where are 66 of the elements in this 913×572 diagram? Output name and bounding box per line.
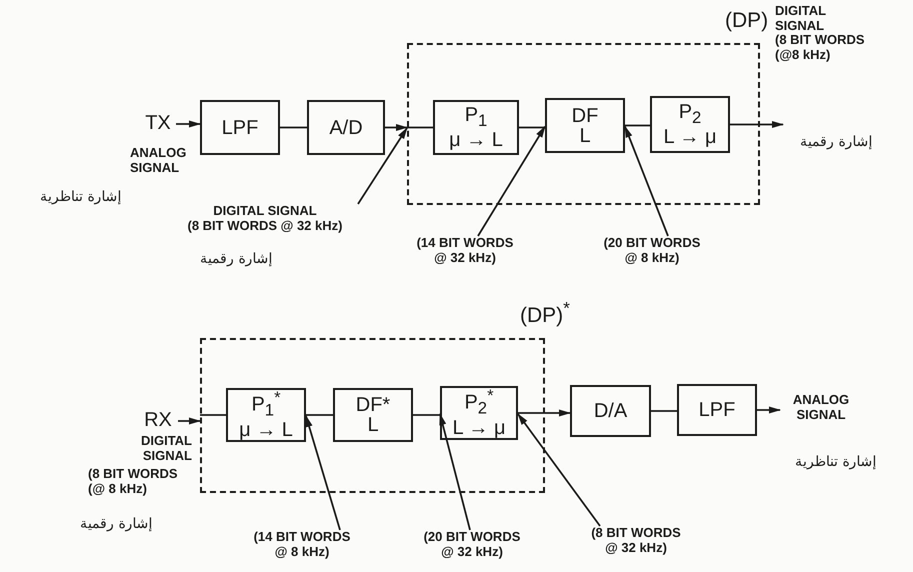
block-box [333, 388, 413, 442]
channel-label: RX [143, 409, 173, 432]
block-box [570, 385, 651, 437]
block-box [440, 386, 518, 440]
arrow [176, 120, 201, 128]
arrow [730, 121, 784, 128]
block-box [307, 100, 385, 155]
signal-label: (20 BIT WORDS @ 8 kHz) [602, 236, 702, 266]
signal-label: DIGITAL SIGNAL [140, 434, 192, 464]
block-box [200, 100, 280, 155]
signal-label: (8 BIT WORDS @ 32 kHz) [186, 218, 344, 234]
connector-line [280, 126, 307, 128]
translation-label: إشارة رقمية [800, 133, 872, 150]
block-box [226, 388, 306, 442]
arrow [757, 406, 781, 414]
block-label: A/D [329, 118, 363, 138]
leader-line [439, 413, 471, 530]
group-heading: (DP)$^{*}$ [520, 298, 570, 328]
signal-label: (8 BIT WORDS @ 32 kHz) [590, 526, 682, 556]
connector-line [306, 414, 333, 416]
group-heading: (DP) [725, 9, 768, 33]
translation-label: إشارة رقمية [200, 250, 272, 267]
block-box [650, 96, 730, 153]
translation-label: إشارة رقمية [80, 515, 152, 532]
block-label: DF [572, 106, 598, 126]
connector-line [407, 126, 433, 128]
block-label: D/A [594, 401, 628, 421]
signal-label: (20 BIT WORDS @ 32 kHz) [422, 530, 522, 560]
block-label: L [579, 126, 591, 146]
block-label: P$_{1}$ [464, 105, 488, 130]
block-label: LPF [222, 118, 258, 138]
block-box [433, 100, 519, 155]
arrow [385, 124, 408, 131]
leader-line [477, 126, 546, 236]
signal-label: (14 BIT WORDS @ 32 kHz) [416, 236, 514, 266]
signal-label: DIGITAL SIGNAL [775, 4, 827, 34]
translation-label: إشارة تناظرية [40, 188, 122, 205]
block-label: L → μ [452, 418, 506, 438]
signal-label: ANALOG SIGNAL [130, 146, 188, 176]
block-label: DF* [356, 395, 390, 415]
signal-label: (8 BIT WORDS (@ 8 kHz) [88, 467, 179, 497]
connector-line [200, 414, 226, 416]
block-box [677, 384, 757, 436]
translation-label: إشارة تناظرية [795, 453, 876, 470]
connector-line [519, 126, 545, 128]
leader-line [305, 415, 341, 530]
block-label: μ → L [239, 420, 293, 440]
leader-line [624, 126, 669, 236]
connector-line [651, 410, 677, 412]
signal-label: (14 BIT WORDS @ 8 kHz) [252, 530, 352, 560]
block-label: L → μ [663, 126, 717, 147]
block-label: μ → L [449, 130, 503, 150]
signal-label: ANALOG SIGNAL [792, 393, 850, 423]
leader-line [357, 127, 408, 204]
signal-label: DIGITAL SIGNAL [212, 204, 318, 219]
channel-label: TX [144, 112, 172, 135]
leader-line [517, 413, 601, 527]
connector-line [413, 414, 440, 416]
arrow [518, 410, 571, 416]
arrow [178, 418, 201, 424]
signal-label: (8 BIT WORDS (@8 kHz) [775, 33, 866, 63]
block-label: LPF [698, 400, 736, 420]
block-box [545, 98, 625, 153]
block-label: L [367, 415, 379, 435]
block-label: P$_{2}$ [678, 102, 702, 127]
connector-line [625, 124, 650, 126]
